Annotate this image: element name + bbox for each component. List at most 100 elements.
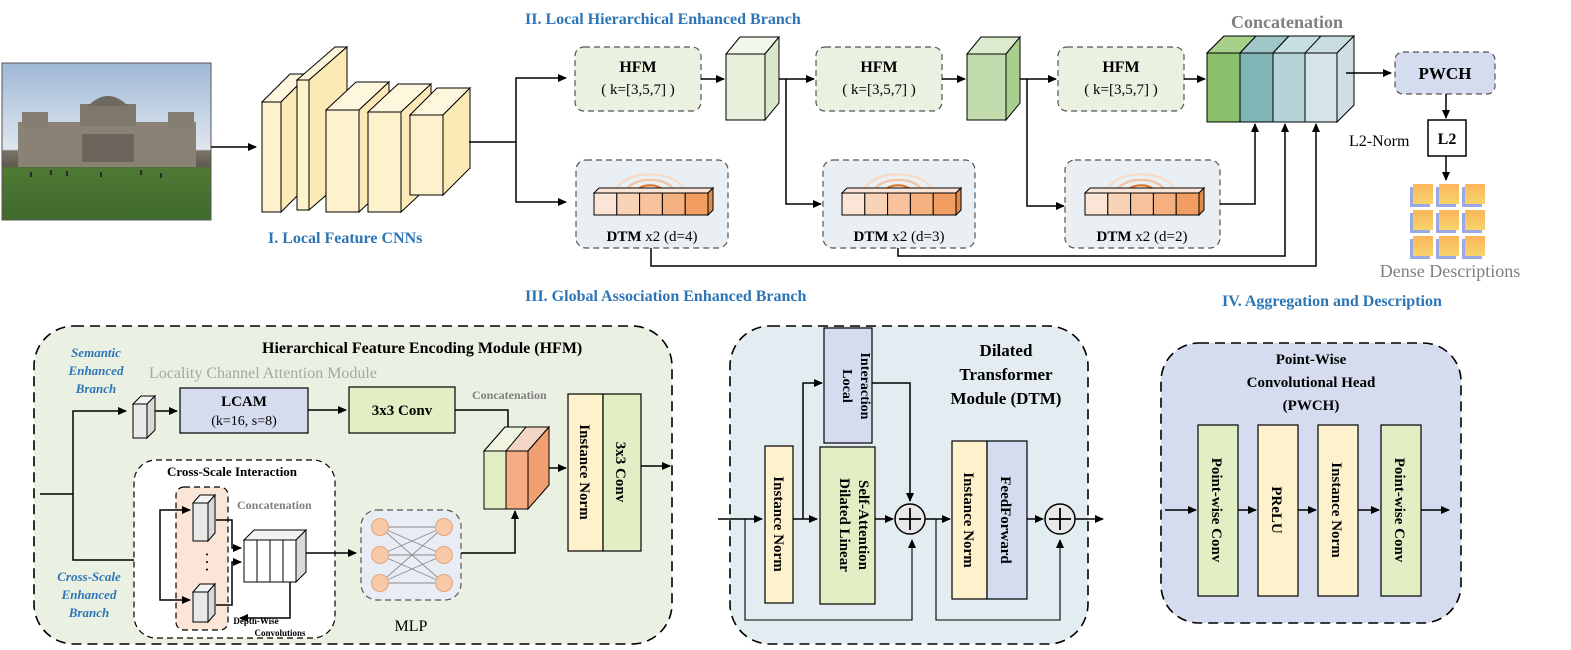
- cnn-layers: [260, 45, 472, 214]
- semantic-branch-label: Semantic: [71, 345, 121, 360]
- feature-cube-1: [724, 35, 781, 122]
- token: [684, 192, 709, 216]
- dtm-instance-norm: Instance Norm: [764, 445, 794, 604]
- instance-norm-label: Instance Norm: [960, 472, 976, 568]
- pwch-instance-norm: Instance Norm: [1317, 424, 1359, 597]
- mlp-network: [371, 518, 453, 592]
- attention-label: Self-Attention: [855, 480, 871, 571]
- l2-block: L2: [1427, 119, 1467, 157]
- token: [887, 192, 911, 216]
- attention-arc: [862, 173, 934, 194]
- pwch-label: PWCH: [1419, 64, 1472, 83]
- lcam-label: LCAM: [221, 394, 267, 410]
- hfm-label: HFM: [619, 59, 656, 76]
- pointwise-conv-1: Point-wise Conv: [1197, 424, 1239, 597]
- concat-label: Concatenation: [472, 388, 547, 402]
- section-global-branch: III. Global Association Enhanced Branch: [525, 288, 807, 305]
- add-node-2: [1044, 503, 1076, 535]
- arrow: [1026, 79, 1065, 210]
- hfm-block-2: HFM ( k=[3,5,7] ): [815, 46, 943, 112]
- token-side: [955, 186, 962, 217]
- dtm-label: DTM x2 (d=2): [1097, 229, 1188, 245]
- arrow: [239, 582, 291, 622]
- feature-cube-2: [965, 35, 1022, 122]
- prelu-block: PReLU: [1257, 424, 1299, 597]
- dtm-instance-norm-2: Instance Norm: [951, 440, 988, 600]
- lcam-block: LCAM (k=16, s=8): [179, 387, 309, 434]
- cross-scale-concat-cube: [242, 528, 308, 584]
- token-top: [592, 187, 715, 194]
- arrow: [785, 79, 822, 208]
- hfm-label: HFM: [1102, 59, 1139, 76]
- token-side: [707, 186, 714, 217]
- attention-arc: [614, 173, 686, 194]
- descriptor-cell: [1439, 236, 1459, 256]
- instance-norm-label: Instance Norm: [1328, 462, 1344, 558]
- cnn-layer-front: [261, 101, 282, 213]
- l2-norm-label: L2-Norm: [1349, 133, 1410, 150]
- arrow: [1220, 123, 1259, 205]
- semantic-feature-cube: [131, 394, 157, 440]
- token: [616, 192, 641, 216]
- dtm-block-3: DTM x2 (d=2): [1064, 159, 1221, 249]
- mlp-node: [435, 518, 453, 536]
- token-sequence: [1083, 173, 1206, 217]
- mlp-node: [371, 518, 389, 536]
- descriptor-cell: [1465, 184, 1485, 204]
- dtm-module: Dilated Transformer Module (DTM) Instanc…: [718, 325, 1104, 645]
- token: [1130, 192, 1154, 216]
- feedforward-label: FeedForward: [997, 476, 1013, 564]
- dtm-label: DTM x2 (d=3): [854, 229, 945, 245]
- conv3x3-label: 3x3 Conv: [372, 403, 433, 419]
- pointwise-conv-label: Point-wise Conv: [1391, 458, 1407, 563]
- token-side: [1198, 186, 1205, 217]
- token: [1084, 192, 1109, 216]
- local-interaction-block: Local Interaction: [823, 327, 873, 444]
- dense-descriptors-grid: [1410, 184, 1485, 259]
- dtm-title: Transformer: [959, 365, 1053, 384]
- pwch-module: Point-Wise Convolutional Head (PWCH) Poi…: [1160, 342, 1462, 624]
- dtm-label: DTM x2 (d=4): [607, 229, 698, 245]
- mlp-edge: [379, 526, 445, 584]
- arrow: [872, 382, 914, 502]
- pointwise-conv-2: Point-wise Conv: [1380, 424, 1422, 597]
- descriptor-cell: [1413, 210, 1433, 230]
- semantic-branch-label: Branch: [75, 381, 116, 396]
- descriptor-cell: [1439, 210, 1459, 230]
- dtm-title: Module (DTM): [951, 389, 1062, 408]
- hfm-module-title: Hierarchical Feature Encoding Module (HF…: [262, 340, 582, 357]
- arrow: [802, 379, 823, 519]
- token: [909, 192, 934, 216]
- descriptor-cell: [1439, 184, 1459, 204]
- token: [932, 192, 957, 216]
- hfm-params: ( k=[3,5,7] ): [842, 82, 915, 98]
- instance-norm-label: Instance Norm: [770, 476, 786, 572]
- mlp-node: [371, 546, 389, 564]
- cnn-layer-front: [296, 79, 310, 211]
- arrow: [650, 123, 1320, 267]
- dtm-block-1: DTM x2 (d=4): [575, 159, 729, 249]
- depthwise-cube-bottom: [191, 582, 217, 624]
- lcam-params: (k=16, s=8): [211, 414, 277, 429]
- token: [1175, 192, 1200, 216]
- mlp-label: MLP: [395, 618, 428, 635]
- cnn-layer-front: [409, 114, 444, 196]
- local-interaction-label: Interaction: [857, 353, 872, 420]
- mlp-edge: [379, 526, 445, 556]
- pwch-block: PWCH: [1394, 51, 1496, 95]
- prelu-label: PReLU: [1268, 486, 1284, 534]
- token-top: [1083, 187, 1206, 194]
- dtm-block-2: DTM x2 (d=3): [822, 159, 976, 249]
- token: [1152, 192, 1177, 216]
- concatenation-title: Concatenation: [1231, 12, 1343, 32]
- semantic-branch-label: Enhanced: [68, 363, 124, 378]
- feedforward-block: FeedForward: [986, 440, 1028, 600]
- hfm-label: HFM: [860, 59, 897, 76]
- descriptor-cell: [1413, 184, 1433, 204]
- cross-scale-title: Cross-Scale Interaction: [167, 464, 298, 479]
- token: [841, 192, 866, 216]
- attention-label: Dilated Linear: [836, 478, 852, 572]
- conv3x3-vertical-label: 3x3 Conv: [612, 442, 628, 503]
- dilated-attention-block: Dilated Linear Self-Attention: [819, 446, 876, 605]
